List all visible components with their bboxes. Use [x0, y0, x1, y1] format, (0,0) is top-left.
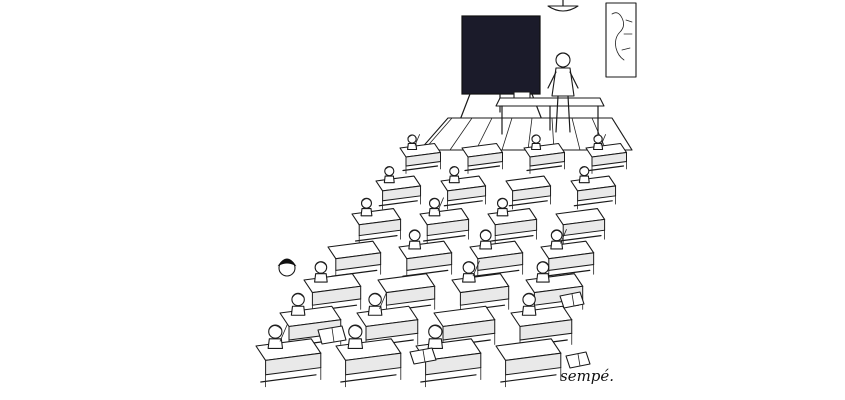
pupil-desk [335, 324, 402, 388]
pupil-desk [419, 197, 470, 246]
pupil-figure [593, 134, 606, 151]
pupil-desk [555, 208, 606, 246]
pupil-desk [433, 305, 496, 352]
pupil-figure [367, 292, 387, 316]
pupil-figure [267, 323, 288, 349]
pupil-desk [356, 292, 419, 352]
pupil-desk [255, 323, 322, 388]
pupil-figure [383, 166, 395, 184]
pupil-figure [531, 134, 542, 151]
pupil-desk [461, 142, 504, 174]
pupil-desk [327, 240, 382, 281]
pupil-figure [550, 229, 567, 250]
pupil-desk [399, 134, 442, 174]
pupil-desk [351, 197, 402, 246]
pupil-figure [290, 292, 306, 316]
pupil-figure [408, 229, 422, 250]
teacher-figure [547, 52, 579, 133]
pupil-desk [469, 229, 524, 281]
pupil-figure [428, 197, 444, 217]
pupil-figure [448, 166, 460, 184]
pupil-desk [398, 229, 453, 281]
wall-poster [605, 2, 637, 78]
pupil-figure [578, 166, 590, 184]
pupil-desk [495, 338, 562, 388]
teacher-desk [495, 91, 605, 135]
pupil-desk [375, 166, 422, 210]
pupil-desk [487, 197, 538, 246]
pupil-desk [585, 134, 628, 174]
pupil-desk [440, 166, 487, 210]
blackboard [459, 15, 543, 121]
pupil-figure [427, 324, 444, 349]
pupil-desks [255, 134, 628, 388]
dark-haired-pupil [277, 258, 297, 277]
pupil-figure [536, 261, 550, 283]
pupil-desk [523, 134, 566, 174]
pupil-desk [540, 229, 595, 281]
pupil-figure [462, 260, 480, 283]
pupil-figure [347, 324, 364, 349]
pupil-figure [521, 292, 537, 316]
pupil-figure [496, 197, 509, 217]
pupil-desk [505, 175, 552, 210]
pupil-desk [415, 324, 482, 388]
artist-signature: sempé. [560, 367, 614, 385]
ceiling-lamp [547, 0, 579, 12]
pupil-desk [570, 166, 617, 210]
pupil-figure [314, 261, 328, 283]
open-books [317, 291, 591, 369]
pupil-figure [360, 197, 373, 217]
pupil-figure [407, 134, 420, 151]
pupil-figure [479, 229, 493, 250]
